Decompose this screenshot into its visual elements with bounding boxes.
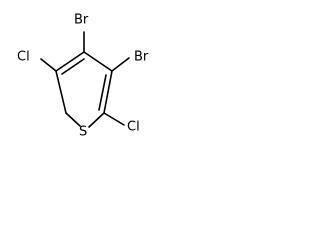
chlorine-right-label: Cl xyxy=(127,120,140,135)
bond-c4-c5 xyxy=(103,70,113,114)
bromine-top-label: Br xyxy=(74,13,89,28)
bond-c3-c4 xyxy=(83,51,113,72)
bond-c5-s1 xyxy=(88,112,105,128)
sulfur-label: S xyxy=(79,125,87,140)
bond-c2-s-inner xyxy=(65,112,81,127)
bond-c2-cl xyxy=(40,58,57,72)
bond-c4-br xyxy=(111,57,130,72)
chemical-structure-diagram: Br Br Cl Cl S xyxy=(17,13,149,140)
bond-c5-cl xyxy=(103,112,125,126)
chlorine-left-label: Cl xyxy=(17,50,30,65)
bromine-right-label: Br xyxy=(134,50,149,65)
double-bond-c4-c5-inner xyxy=(98,74,107,111)
bond-c2-s1 xyxy=(55,70,67,114)
double-bond-c2-c3-inner xyxy=(61,58,85,75)
bond-c2-c3 xyxy=(55,51,85,72)
